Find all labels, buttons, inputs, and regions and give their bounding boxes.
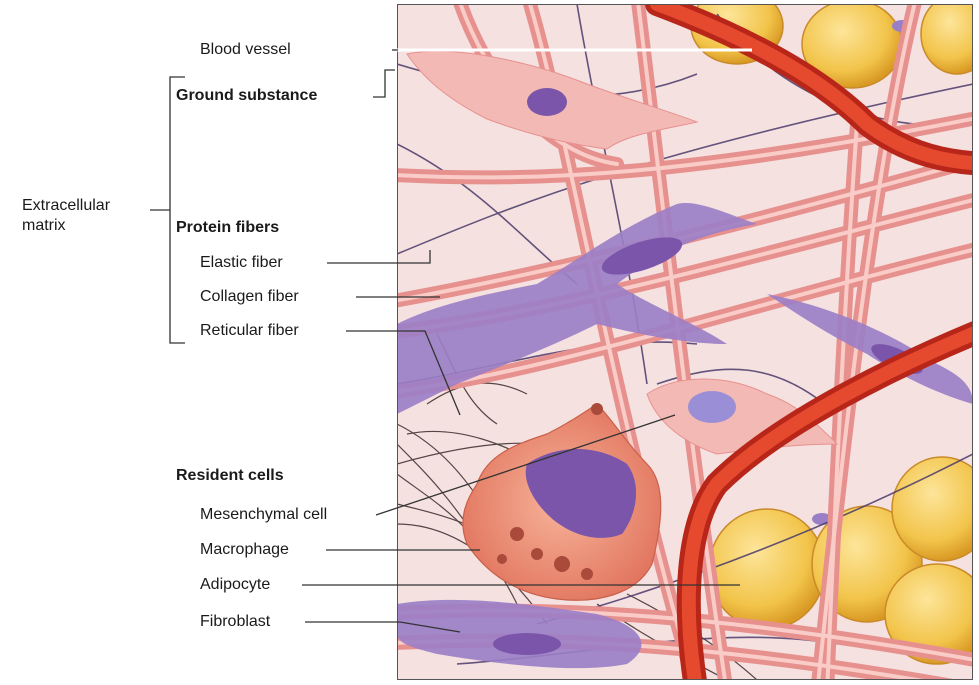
extracellular-matrix-label: Extracellular matrix: [22, 196, 110, 236]
ground-substance-bracket: [373, 70, 395, 97]
resident-cells-label: Resident cells: [176, 467, 284, 485]
elastic-fiber-label: Elastic fiber: [200, 254, 283, 272]
collagen-fiber-label: Collagen fiber: [200, 288, 299, 306]
connective-tissue-illustration: [397, 4, 973, 680]
ground-substance-label: Ground substance: [176, 87, 317, 105]
fibroblast-label: Fibroblast: [200, 613, 270, 631]
blood-vessel-label: Blood vessel: [200, 41, 291, 59]
extracellular-matrix-bracket: [170, 77, 185, 343]
adipocyte-label: Adipocyte: [200, 576, 270, 594]
mesenchymal-cell-label: Mesenchymal cell: [200, 506, 327, 524]
reticular-fiber-label: Reticular fiber: [200, 322, 299, 340]
macrophage-label: Macrophage: [200, 541, 289, 559]
protein-fibers-label: Protein fibers: [176, 219, 279, 237]
